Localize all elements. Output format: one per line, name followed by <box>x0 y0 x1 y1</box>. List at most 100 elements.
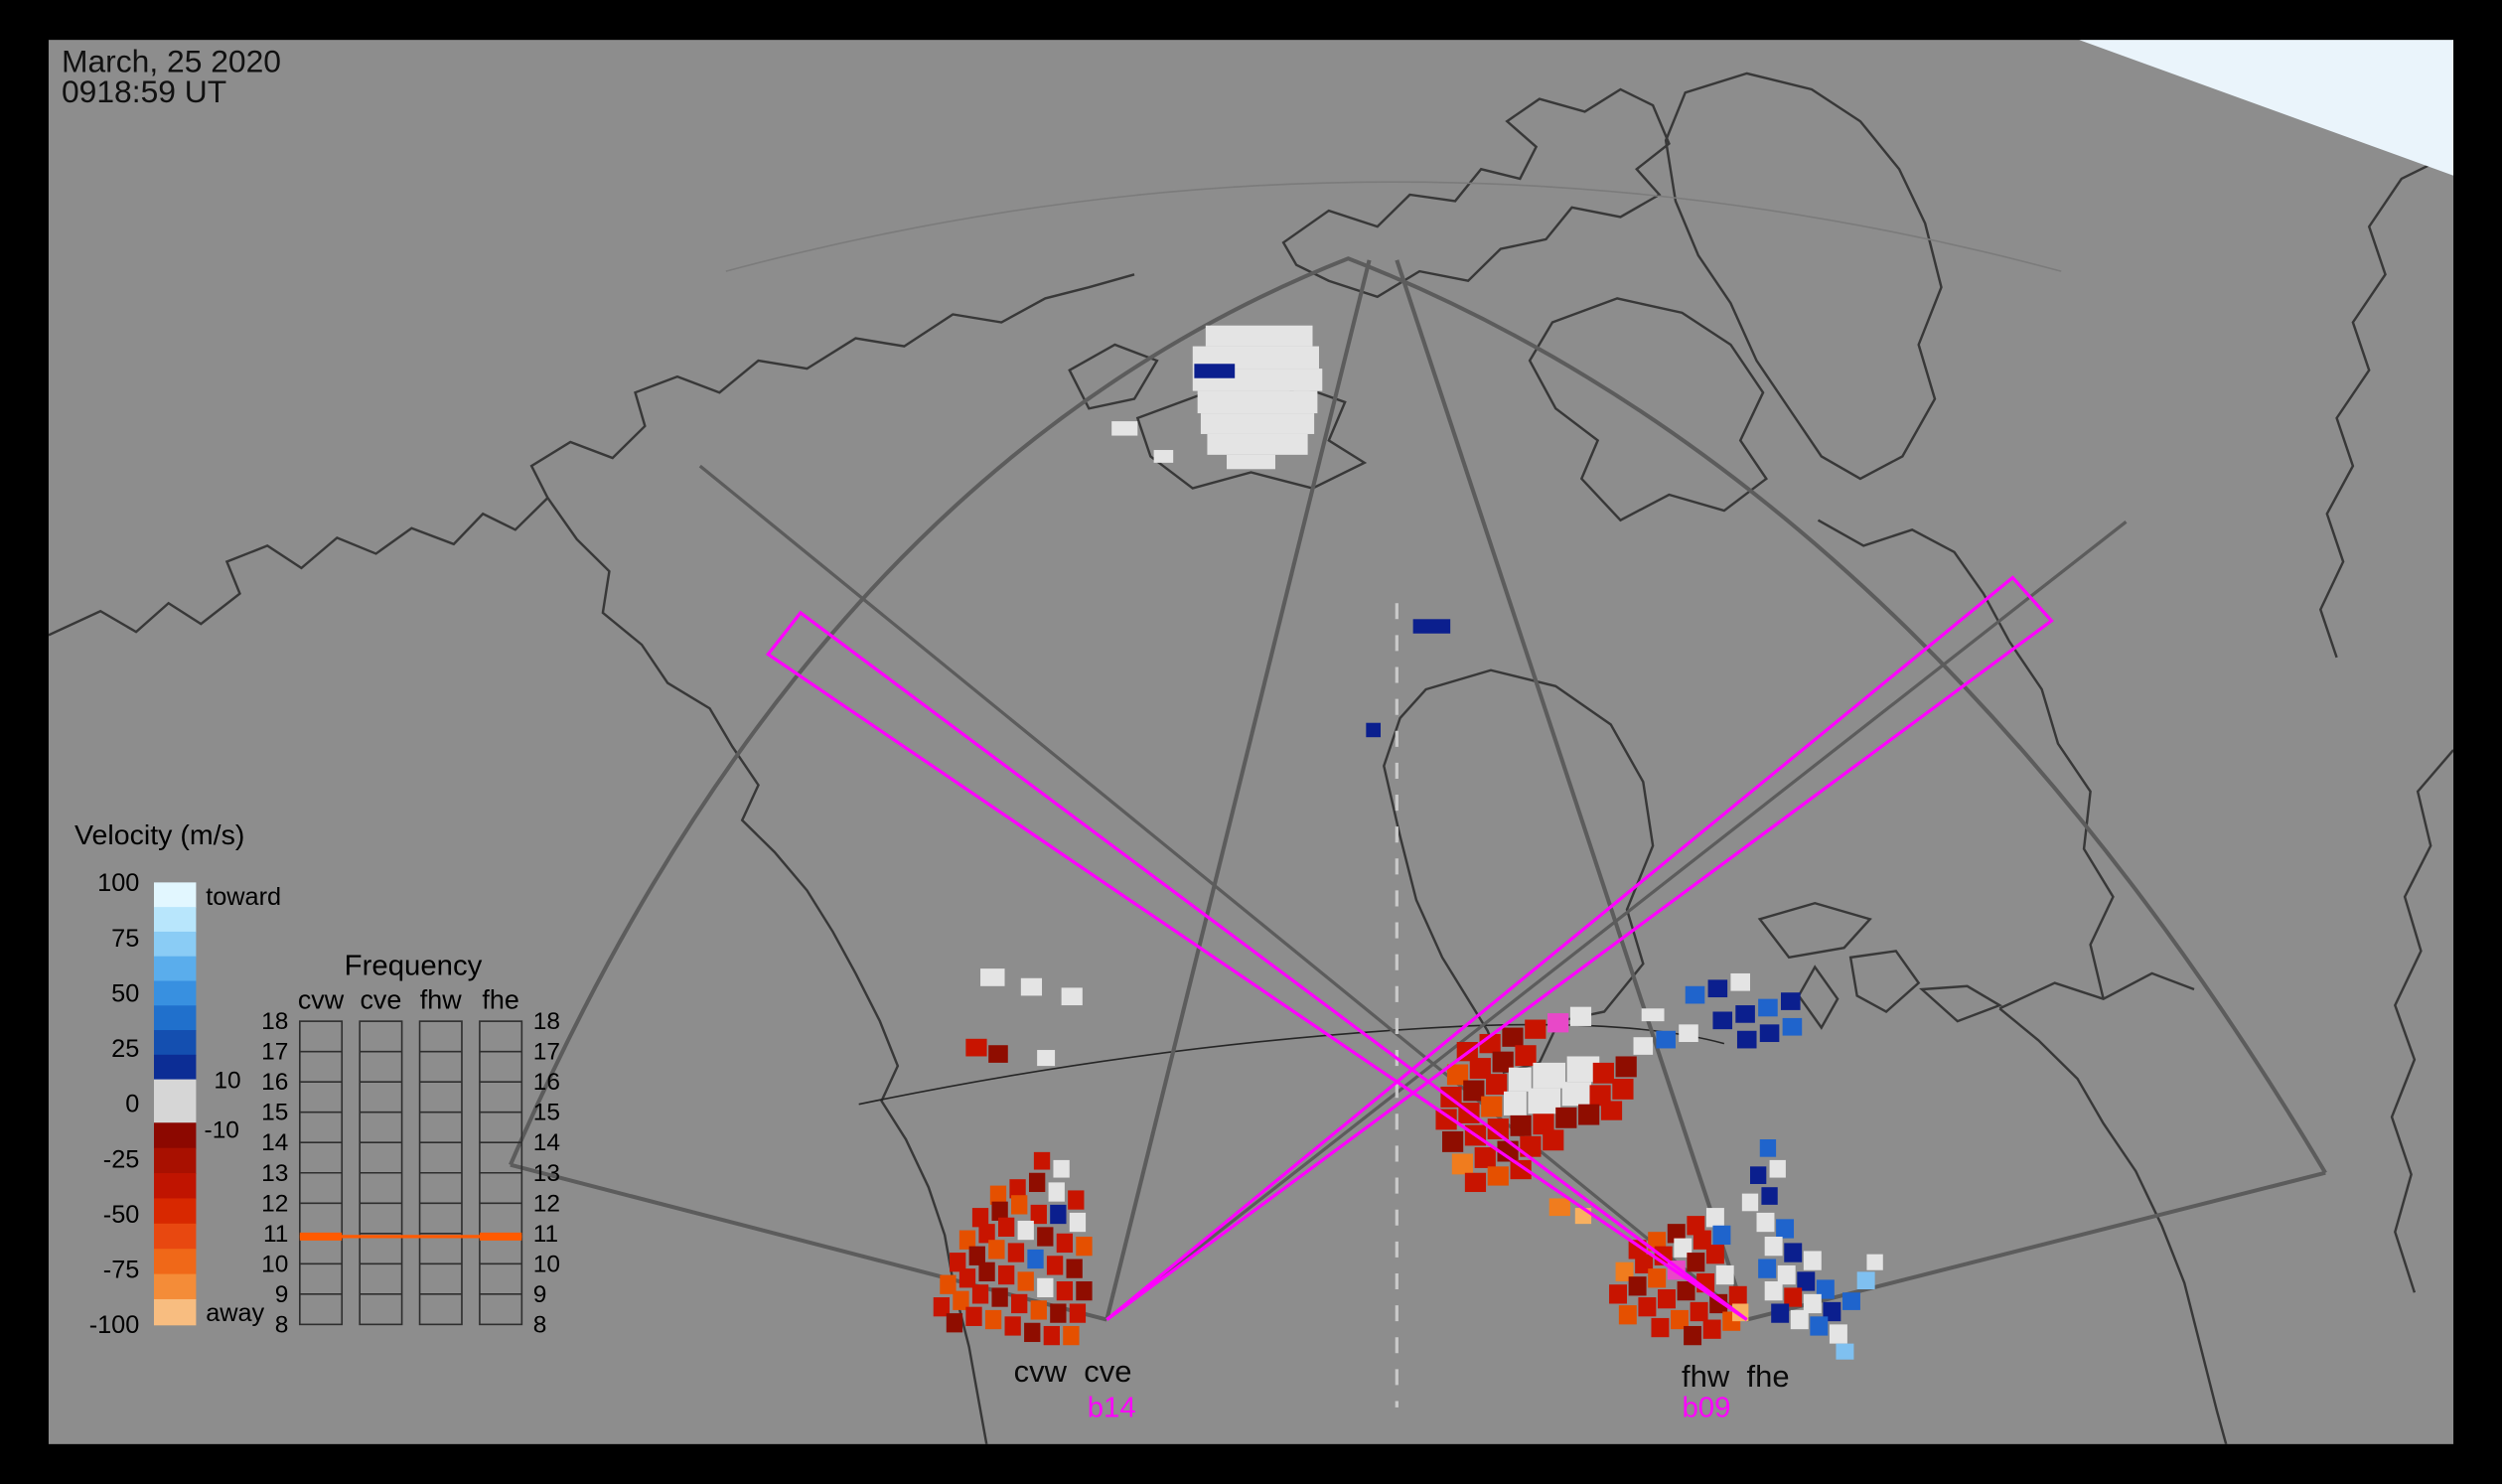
velocity-data-cell <box>1803 1251 1822 1270</box>
coastline-arctic-archipelago <box>1281 87 1671 299</box>
velocity-data-cell <box>1569 1006 1592 1026</box>
beam-label-b14: b14 <box>1088 1393 1136 1424</box>
colorbar-segment <box>153 1273 197 1300</box>
velocity-data-cell <box>1592 1062 1614 1084</box>
velocity-data-cell <box>1030 1300 1047 1320</box>
velocity-data-cell <box>1687 1253 1705 1272</box>
colorbar-segment <box>153 980 197 1007</box>
velocity-data-cell <box>1797 1271 1816 1291</box>
velocity-data-cell <box>1442 1130 1464 1152</box>
colorbar-segment <box>153 1249 197 1275</box>
velocity-data-cell <box>1685 985 1705 1004</box>
fov-outer-arc <box>509 256 2327 1174</box>
daylight-wedge <box>2079 40 2454 176</box>
velocity-data-cell <box>1677 1280 1695 1301</box>
colorbar-segment <box>153 1054 197 1081</box>
velocity-data-cell <box>1227 454 1275 470</box>
velocity-data-cell <box>1046 1256 1064 1275</box>
velocity-data-cell <box>1618 1305 1637 1325</box>
velocity-data-cell <box>1810 1316 1829 1336</box>
frequency-scale-left: 16 <box>261 1069 288 1096</box>
velocity-tick-label: 25 <box>111 1035 139 1063</box>
velocity-data-cell <box>1548 1198 1570 1217</box>
velocity-data-cell <box>1769 1159 1786 1178</box>
radar-beam-b14 <box>1105 575 2054 1321</box>
velocity-data-cell <box>1076 1280 1093 1301</box>
velocity-data-cell <box>1017 1220 1034 1241</box>
velocity-data-cell <box>1207 433 1308 455</box>
velocity-data-cell <box>1037 1227 1054 1247</box>
velocity-data-cell <box>1528 1088 1561 1114</box>
velocity-data-cell <box>1011 1195 1028 1215</box>
velocity-data-cell <box>997 1217 1015 1237</box>
velocity-data-cell <box>1712 1225 1731 1246</box>
velocity-data-cell <box>1068 1190 1085 1210</box>
velocity-data-cell <box>1502 1027 1524 1047</box>
velocity-data-cell <box>1525 1019 1546 1039</box>
velocity-data-cell <box>1702 1319 1721 1339</box>
frequency-scale-right: 13 <box>533 1160 560 1187</box>
velocity-data-cell <box>946 1313 963 1333</box>
velocity-data-cell <box>1749 1166 1767 1184</box>
velocity-data-cell <box>1578 1104 1600 1125</box>
frequency-scale-left: 18 <box>261 1008 288 1035</box>
frequency-scale-right: 12 <box>533 1190 560 1217</box>
velocity-data-cell <box>1446 1064 1469 1086</box>
velocity-data-cell <box>1641 1008 1665 1022</box>
velocity-data-cell <box>1066 1259 1083 1278</box>
velocity-data-cell <box>933 1297 951 1317</box>
velocity-data-cell <box>1197 390 1318 414</box>
velocity-data-cell <box>1756 1212 1775 1233</box>
velocity-data-cell <box>1671 1309 1689 1330</box>
velocity-data-cell <box>1600 1101 1623 1120</box>
velocity-data-cell <box>1735 1005 1755 1023</box>
velocity-data-cell <box>1037 1277 1054 1298</box>
velocity-data-cell <box>1464 1172 1487 1193</box>
fov-edge-fhw <box>698 464 1748 1321</box>
velocity-data-cell <box>1469 1058 1491 1079</box>
colorbar-segment-zero <box>153 1079 197 1123</box>
velocity-data-cell <box>1758 998 1778 1017</box>
velocity-data-cell <box>1048 1182 1065 1202</box>
velocity-tick-label: -100 <box>89 1311 140 1339</box>
time-label: 0918:59 UT <box>62 74 226 109</box>
away-label: away <box>206 1299 264 1327</box>
velocity-data-cell <box>1030 1204 1047 1225</box>
velocity-data-cell <box>1463 1080 1485 1102</box>
velocity-tick-label: -25 <box>103 1145 140 1173</box>
frequency-column-label: cve <box>360 984 401 1014</box>
velocity-data-cell <box>1633 1037 1654 1055</box>
velocity-data-cell <box>1638 1297 1657 1317</box>
velocity-data-cell <box>1508 1067 1532 1092</box>
velocity-data-cell <box>1615 1056 1637 1078</box>
frequency-scale-right: 9 <box>533 1281 547 1308</box>
velocity-data-cell <box>971 1208 989 1228</box>
frequency-scale-left: 12 <box>261 1190 288 1217</box>
velocity-data-cell <box>1205 325 1313 347</box>
velocity-data-cell <box>1771 1303 1790 1323</box>
velocity-data-cell <box>965 1038 987 1057</box>
velocity-data-cell <box>1533 1062 1566 1089</box>
velocity-data-cell <box>1856 1271 1875 1290</box>
frequency-scale-right: 15 <box>533 1100 560 1126</box>
velocity-data-cell <box>1366 722 1382 738</box>
velocity-data-cell <box>1730 972 1750 991</box>
velocity-data-cell <box>1492 1051 1514 1073</box>
velocity-data-cell <box>1069 1212 1087 1233</box>
velocity-cells-group <box>933 325 1883 1360</box>
frequency-scale-left: 8 <box>275 1312 289 1339</box>
date-label: March, 25 2020 <box>62 44 281 79</box>
coastline-right-edge <box>2318 152 2454 1293</box>
velocity-data-cell <box>1656 1030 1676 1049</box>
velocity-data-cell <box>1486 1074 1508 1096</box>
velocity-data-cell <box>958 1230 976 1250</box>
coastline-great-lakes <box>1757 901 2003 1030</box>
velocity-data-cell <box>1658 1289 1676 1309</box>
velocity-data-cell <box>1715 1264 1734 1285</box>
velocity-data-cell <box>1050 1303 1067 1323</box>
velocity-data-cell <box>1628 1276 1647 1296</box>
velocity-data-cell <box>978 1224 995 1244</box>
velocity-data-cell <box>1487 1118 1509 1140</box>
